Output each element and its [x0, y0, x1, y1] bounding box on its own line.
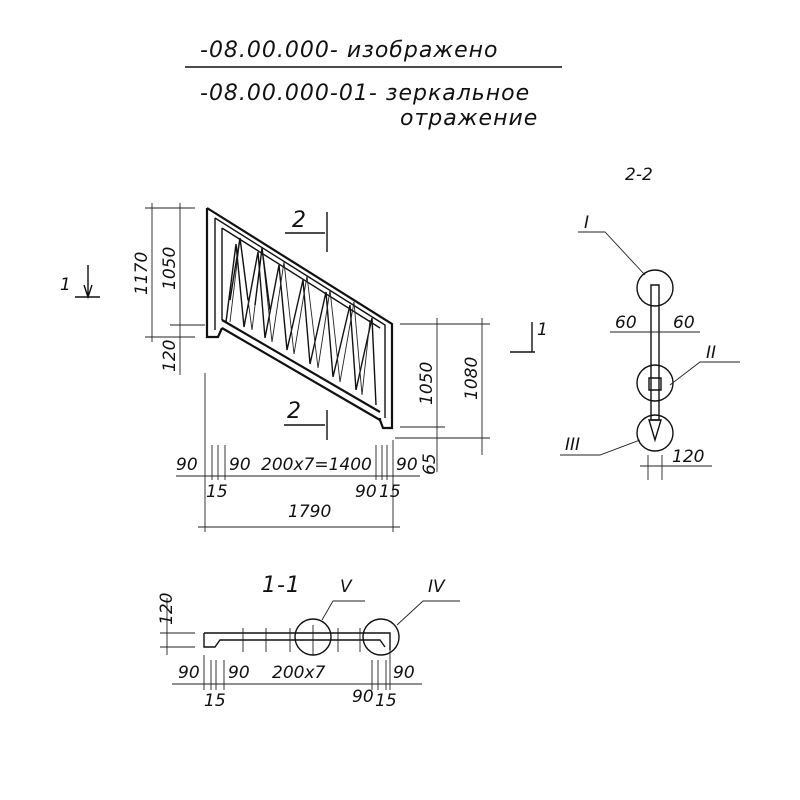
- callout-I: I: [584, 213, 589, 233]
- railing-elevation: 1170 1050 120 1050 1080 65 90 90 200x7=1…: [60, 203, 548, 532]
- callout-circle-IV: [362, 618, 400, 656]
- railing-left-post: [205, 208, 224, 339]
- dim-120-profile: 120: [672, 447, 704, 467]
- drawing-line: [203, 650, 391, 690]
- dim-1050-left: 1050: [160, 247, 180, 290]
- callout-circle-V: [294, 618, 332, 656]
- section-mark-1-left: 1: [60, 275, 71, 295]
- drawing-line: [648, 377, 662, 443]
- dim-1790: 1790: [288, 502, 331, 522]
- callout-III: III: [565, 435, 580, 455]
- railing-inner-frame: [214, 217, 386, 418]
- bottom-rail: [221, 319, 381, 421]
- drawing-line: [285, 212, 328, 252]
- zigzag-infill-2: [229, 237, 371, 396]
- callout-IV: IV: [428, 577, 446, 597]
- callout-II: II: [706, 343, 716, 363]
- dim-60-right: 60: [673, 313, 695, 333]
- dim-90-right-gap: 90: [355, 482, 377, 502]
- handrail-inner: [221, 227, 381, 329]
- title-line-3: отражение: [400, 106, 538, 131]
- section-2-2: 2-2 I II III 60 60 120: [560, 165, 740, 480]
- dim-90-right-post-section: 90: [393, 663, 415, 683]
- dim-65: 65: [420, 453, 440, 475]
- drawing-line: [284, 410, 328, 440]
- plan-strip: [203, 632, 391, 650]
- section-mark-2-bottom: 2: [287, 399, 302, 424]
- dim-90-left-post-section: 90: [178, 663, 200, 683]
- title-line-2: -08.00.000-01- зеркальное: [200, 81, 530, 106]
- drawing-line: [510, 322, 535, 353]
- dim-15-right-section: 15: [375, 691, 397, 711]
- drawing-line: [242, 625, 361, 655]
- infill-detail: [229, 237, 271, 311]
- dim-90-left-post: 90: [176, 455, 198, 475]
- drawing-line: [578, 231, 646, 276]
- dim-90-right-post: 90: [396, 455, 418, 475]
- dim-1080: 1080: [462, 357, 482, 400]
- section-mark-2-top: 2: [292, 208, 307, 233]
- title-line-1: -08.00.000- изображено: [200, 38, 499, 63]
- drawing-line: [321, 600, 365, 621]
- drawing-line: [560, 439, 641, 456]
- dim-120-left: 120: [160, 340, 180, 372]
- dim-60-left: 60: [615, 313, 637, 333]
- dim-spacing-section: 200x7: [272, 663, 326, 683]
- dim-90-right-gap-section: 90: [352, 687, 374, 707]
- dim-1050-right: 1050: [417, 362, 437, 405]
- dim-1170: 1170: [132, 252, 152, 295]
- drawing-line: [75, 265, 100, 300]
- drawing-line: [396, 600, 460, 626]
- dim-120-section: 120: [157, 593, 177, 625]
- callout-circle-III: [636, 414, 674, 452]
- drawing-line: [669, 361, 740, 386]
- dim-90-left-gap-section: 90: [228, 663, 250, 683]
- callout-V: V: [340, 577, 353, 597]
- section-2-2-title: 2-2: [625, 165, 653, 185]
- dim-spacing: 200x7=1400: [261, 455, 372, 475]
- section-mark-1-right: 1: [537, 320, 548, 340]
- callout-circle-II: [636, 364, 674, 402]
- dim-15-left-section: 15: [204, 691, 226, 711]
- section-1-1: 1-1 V IV 120 90 90 200x7 90 15 90 15: [157, 573, 460, 711]
- section-1-1-title: 1-1: [262, 573, 301, 598]
- dim-15-left: 15: [206, 482, 228, 502]
- callout-circle-I: [636, 269, 674, 307]
- title-block: -08.00.000- изображено -08.00.000-01- зе…: [185, 38, 562, 131]
- dim-15-right: 15: [379, 482, 401, 502]
- dim-90-left-gap: 90: [229, 455, 251, 475]
